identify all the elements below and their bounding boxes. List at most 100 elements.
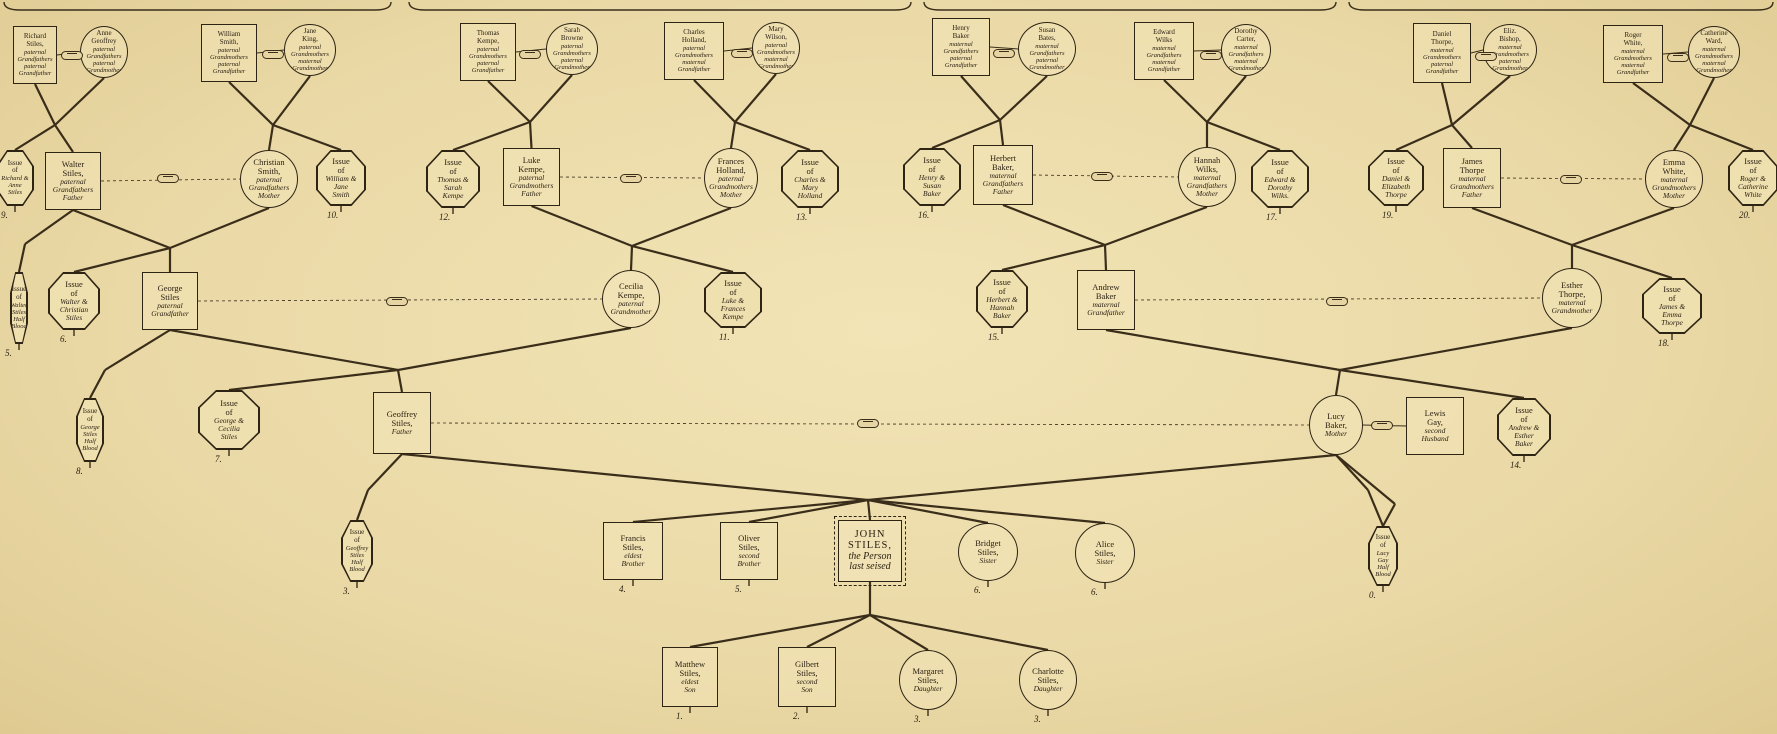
joined-hands-icon [1475,52,1497,61]
person-line: Susan [1038,26,1056,35]
person-line: Holland [797,191,823,201]
person-line: Alice [1095,538,1115,549]
person-line: Grandfathers [52,185,94,195]
person-line: William & [325,174,357,184]
descent-line [367,453,403,491]
degree-number: 15. [988,332,1000,342]
descent-line [1451,75,1511,126]
degree-number: 17. [1266,212,1278,222]
person-line: Dorothy [1234,27,1258,36]
person-line: Roger [1624,31,1642,40]
person-line: of [87,414,93,423]
person-line: Grandmothers [469,52,507,60]
person-line: Thorpe [1661,318,1683,328]
person-line: Stiles, [796,667,818,678]
person-line: Stiles [220,432,238,442]
descent-line [17,243,27,273]
descent-line [1163,79,1208,123]
descent-line [1673,124,1691,151]
person-line: Esther [1514,431,1534,441]
person-line: Baker [923,189,941,199]
degree-number: 14. [1510,460,1522,470]
person-line: Grandmother [292,64,328,72]
descent-line [1440,82,1454,126]
descent-line [866,499,872,521]
person-line: Grandmother [610,307,652,317]
person-line: Gay [1377,556,1389,564]
person-line: Carter, [1236,34,1256,43]
person-line: George [80,423,100,431]
person-line: Grandmother [1551,306,1593,316]
person-line: Half [84,437,96,445]
person-line: paternal [618,299,644,309]
degree-number: 8. [76,466,83,476]
person-line: Walter [10,301,28,309]
person-line: of [354,535,360,544]
person-line: Issue [220,397,238,408]
person-line: Baker [952,31,970,40]
person-line: Father [521,189,542,199]
person-line: Son [801,685,813,695]
person-line: Richard & [1,175,29,183]
person-line: Wilks. [1270,191,1290,201]
person-line: Thorpe [1385,190,1407,200]
joined-hands-icon [61,51,83,60]
descent-line [396,369,404,393]
descent-line [528,121,533,149]
person-line: Holland, [681,35,707,44]
person-line: Blood [82,444,98,452]
person-line: maternal [989,171,1017,181]
marriage-line [197,298,603,302]
person-line: STILES, [847,540,893,552]
person-line: maternal [1193,173,1221,183]
person-line: paternal [476,59,500,67]
person-line: Issue [1387,155,1405,166]
person-line: Baker [1095,290,1117,301]
person-line: Bates, [1038,33,1056,42]
joined-hands-icon [519,50,541,59]
person-line: Grandmothers [1614,54,1652,62]
person-line: James & [1658,302,1686,312]
person-line: Emma [1662,310,1682,320]
person-line: maternal [1702,59,1726,67]
person-line: Eliz. [1503,27,1517,36]
person-line: King, [302,34,318,43]
bracket-line [3,1,392,11]
descent-line [869,613,1049,652]
person-line: Daughter [1033,684,1063,694]
person-line: Grandmothers [1423,53,1461,61]
person-line: of [225,406,233,417]
person-line: Grandfather [1147,65,1181,73]
descent-line [734,120,811,152]
person-line: Stiles, [622,541,644,552]
descent-line [867,453,1337,502]
descent-line [689,613,871,649]
degree-number: 13. [796,212,808,222]
person-line: Baker [1515,439,1533,449]
person-line: Edward & [1264,175,1296,185]
person-line: of [928,163,936,174]
person-line: paternal [23,62,47,70]
person-line: paternal [157,301,183,311]
degree-number: 7. [215,454,222,464]
person-line: maternal [1621,47,1645,55]
person-line: William [217,30,241,39]
descent-line [34,83,56,126]
person-line: Daniel [1432,30,1452,39]
person-line: Gilbert [794,658,820,669]
